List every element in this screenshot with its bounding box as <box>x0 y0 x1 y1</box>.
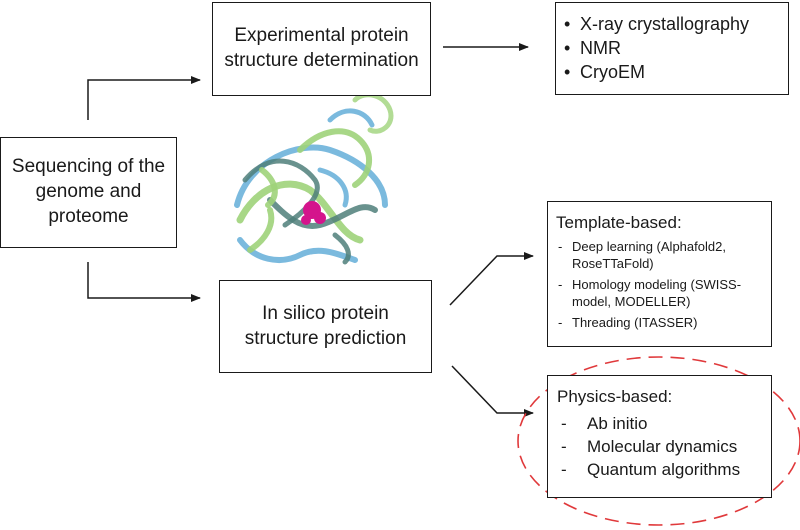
physics-based-title: Physics-based: <box>557 387 673 406</box>
template-based-title: Template-based: <box>556 213 682 232</box>
experimental-node: Experimental protein structure determina… <box>212 2 431 96</box>
physics-item: Molecular dynamics <box>557 435 769 458</box>
physics-based-list: Ab initio Molecular dynamics Quantum alg… <box>557 412 769 481</box>
method-item: CryoEM <box>558 60 786 84</box>
in-silico-label: In silico protein structure prediction <box>244 302 407 349</box>
protein-structure-illustration <box>234 92 394 265</box>
arrow-to-physics-based <box>451 365 534 417</box>
template-item: Homology modeling (SWISS-model, MODELLER… <box>554 276 768 310</box>
physics-item: Quantum algorithms <box>557 458 769 481</box>
template-based-list: Deep learning (Alphafold2, RoseTTaFold) … <box>554 238 768 335</box>
physics-based-box: Physics-based: Ab initio Molecular dynam… <box>547 375 772 498</box>
arrow-to-template-based <box>449 252 534 306</box>
physics-item: Ab initio <box>557 412 769 435</box>
arrow-to-in-silico <box>87 262 201 302</box>
experimental-label: Experimental protein structure determina… <box>224 25 419 71</box>
template-based-box: Template-based: Deep learning (Alphafold… <box>547 201 772 347</box>
template-item: Deep learning (Alphafold2, RoseTTaFold) <box>554 238 768 272</box>
experimental-methods-box: X-ray crystallography NMR CryoEM <box>555 2 789 95</box>
template-item: Threading (ITASSER) <box>554 314 768 331</box>
method-item: X-ray crystallography <box>558 12 786 36</box>
experimental-methods-list: X-ray crystallography NMR CryoEM <box>558 12 786 84</box>
sequencing-label: Sequencing of the genome and proteome <box>11 156 166 227</box>
in-silico-node: In silico protein structure prediction <box>219 280 432 373</box>
highlight-dashed-ellipse <box>517 356 800 526</box>
method-item: NMR <box>558 36 786 60</box>
arrow-to-experimental <box>87 76 201 120</box>
sequencing-node: Sequencing of the genome and proteome <box>0 137 177 248</box>
